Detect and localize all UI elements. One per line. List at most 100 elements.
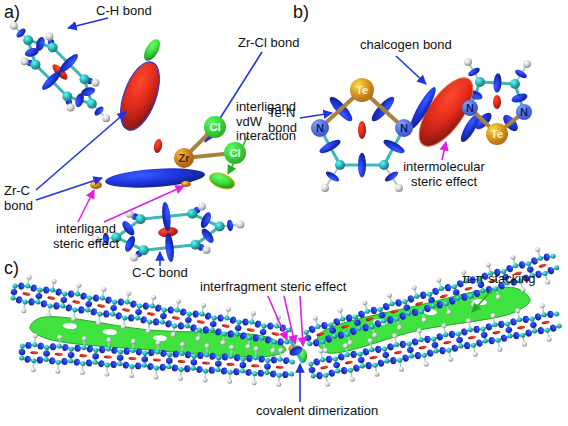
atom-sphere: [73, 307, 78, 312]
bond-isosurface: [243, 319, 249, 326]
atom-sphere: [320, 357, 325, 362]
bond-isosurface: [147, 363, 154, 371]
atom-sphere: [76, 283, 81, 288]
bond-isosurface: [400, 341, 406, 348]
atom-sphere: [496, 295, 501, 300]
atom-sphere: [27, 275, 32, 280]
bond-isosurface: [362, 348, 370, 357]
bond-isosurface: [40, 300, 48, 309]
atom-sphere: [50, 288, 55, 293]
ring-isosurface: [128, 357, 136, 360]
atom-sphere: [543, 271, 548, 276]
atom-sphere: [384, 358, 389, 363]
bond-isosurface: [351, 351, 357, 358]
molecule-layer: [10, 22, 562, 387]
atom-sphere: [35, 299, 40, 304]
atom-node: Te: [350, 78, 374, 102]
bond-isosurface: [451, 344, 459, 353]
callout-label: C-C bond: [132, 266, 212, 281]
bond-isosurface: [318, 137, 343, 155]
atom-sphere: [290, 360, 295, 365]
bond-isosurface: [461, 293, 468, 301]
bond-isosurface: [328, 369, 336, 378]
bond-isosurface: [444, 284, 451, 292]
zr-c-isosurface: [104, 166, 205, 191]
atom-symbol: N: [466, 102, 474, 114]
ring-isosurface: [394, 350, 402, 355]
atom-sphere: [216, 355, 221, 360]
ring-isosurface: [358, 121, 366, 139]
bond-isosurface: [214, 328, 222, 337]
bond-isosurface: [123, 234, 137, 253]
atom-sphere: [104, 372, 109, 377]
atom-sphere: [20, 344, 25, 349]
bond-isosurface: [326, 356, 332, 363]
bond-isosurface: [259, 329, 267, 336]
atom-sphere: [464, 58, 472, 66]
atom-sphere: [55, 369, 60, 374]
atom-sphere: [448, 357, 453, 362]
atom-sphere: [387, 293, 392, 298]
leader-arrow: [300, 113, 332, 118]
atom-sphere: [240, 369, 245, 374]
atom-sphere: [370, 324, 375, 329]
bond-isosurface: [349, 327, 358, 336]
bond-isosurface: [538, 327, 544, 334]
atom-sphere: [335, 368, 340, 373]
ring-isosurface: [468, 335, 476, 340]
atom-sphere: [551, 254, 556, 259]
bond-isosurface: [278, 338, 284, 345]
atom-sphere: [143, 351, 148, 356]
leader-arrow: [299, 364, 301, 402]
atom-sphere: [338, 308, 343, 313]
atom-sphere: [237, 320, 242, 325]
atom-sphere: [373, 363, 378, 368]
atom-sphere: [542, 312, 547, 317]
atom-sphere: [535, 247, 540, 252]
atom-sphere: [146, 328, 151, 333]
atom-sphere: [381, 318, 386, 323]
bond-isosurface: [493, 73, 502, 93]
atom-sphere: [481, 327, 486, 332]
bond-isosurface: [239, 362, 246, 368]
atom-sphere: [93, 360, 98, 365]
bond-isosurface: [179, 308, 187, 317]
atom-sphere: [369, 347, 374, 352]
atom-sphere: [32, 342, 37, 347]
ring-isosurface: [153, 138, 163, 153]
bond-isosurface: [37, 356, 44, 364]
ring-isosurface: [197, 320, 205, 324]
bond-isosurface: [316, 372, 322, 379]
atom-sphere: [360, 363, 365, 368]
atom-sphere: [241, 357, 246, 362]
leader-arrow: [396, 56, 426, 84]
atom-sphere: [456, 332, 461, 337]
atom-sphere: [31, 367, 36, 372]
atom-sphere: [139, 245, 149, 255]
atom-sphere: [156, 341, 161, 346]
bond-isosurface: [93, 295, 99, 302]
bond-isosurface: [62, 343, 69, 351]
atom-sphere: [424, 362, 429, 367]
bond-isosurface: [154, 304, 162, 313]
bond-isosurface: [530, 256, 539, 265]
atom-sphere: [71, 316, 76, 321]
leader-arrow: [472, 290, 492, 312]
callout-label: Te-N bond: [268, 106, 308, 135]
atom-sphere: [475, 77, 485, 87]
slab-hole: [63, 322, 77, 329]
atom-sphere: [289, 371, 294, 376]
atom-sphere: [409, 353, 414, 358]
atom-sphere: [162, 308, 167, 313]
atom-sphere: [203, 368, 208, 373]
atom-sphere: [67, 104, 75, 112]
bond-isosurface: [35, 293, 43, 300]
atom-sphere: [135, 315, 140, 320]
panel-letter: b): [293, 2, 323, 22]
atom-sphere: [57, 335, 62, 340]
atom-sphere: [446, 310, 451, 315]
bond-isosurface: [178, 322, 184, 329]
bond-isosurface: [498, 321, 504, 328]
bond-isosurface: [254, 320, 262, 329]
bond-isosurface: [456, 336, 464, 343]
